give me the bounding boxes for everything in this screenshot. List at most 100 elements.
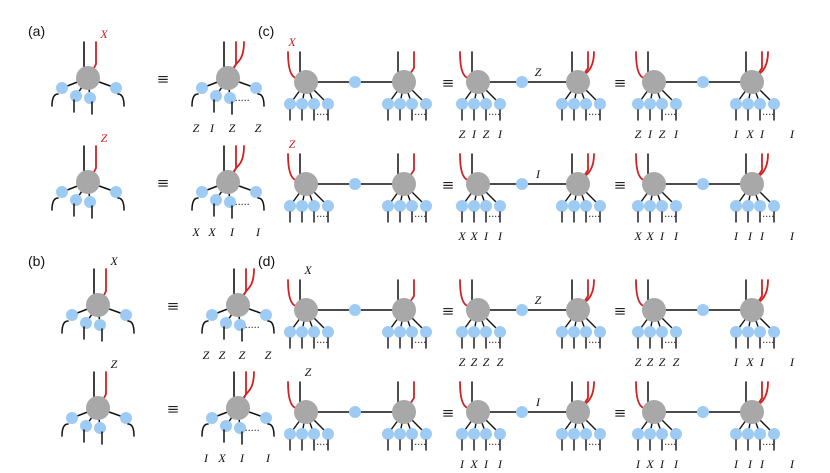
site-dot (580, 98, 592, 110)
site-dot (656, 98, 668, 110)
boundary-leg (127, 320, 135, 334)
site-dot (768, 200, 780, 212)
pauli-label: I (497, 127, 503, 141)
tensor-node (294, 172, 318, 196)
physical-leg (287, 381, 297, 409)
site-dot (480, 200, 492, 212)
pauli-label: I (209, 121, 215, 135)
site-dot (754, 326, 766, 338)
ellipsis-dots: ····· (245, 423, 260, 437)
site-dot (284, 326, 296, 338)
site-dot (420, 98, 432, 110)
pauli-label: X (469, 457, 478, 471)
equivalence-symbol: ≡ (614, 404, 627, 422)
pauli-label: I (733, 355, 739, 369)
ellipsis-dots: ···· (488, 437, 500, 451)
site-dot (406, 428, 418, 440)
site-dot (284, 98, 296, 110)
tensor-node (566, 298, 590, 322)
tensor-node (392, 298, 416, 322)
pauli-label: I (759, 127, 765, 141)
pauli-label: I (759, 229, 765, 243)
pauli-label: X (645, 457, 654, 471)
pauli-label: X (633, 229, 642, 243)
ellipsis-dots: ···· (664, 107, 676, 121)
physical-leg (287, 51, 297, 79)
pauli-label: X (457, 229, 466, 243)
ellipsis-dots: ···· (316, 437, 328, 451)
pauli-label: Z (203, 348, 210, 362)
pauli-label: I (673, 229, 679, 243)
site-dot (468, 428, 480, 440)
site-dot (94, 319, 106, 331)
site-dot (644, 428, 656, 440)
physical-leg (239, 268, 255, 300)
site-dot (594, 200, 606, 212)
physical-leg (409, 381, 415, 405)
boundary-leg (51, 93, 59, 107)
site-dot (120, 412, 132, 424)
pauli-label: I (483, 229, 489, 243)
pauli-label: Z (459, 355, 466, 369)
mid-operator-label: I (535, 395, 541, 409)
pauli-label: Z (255, 121, 262, 135)
site-dot (768, 98, 780, 110)
site-dot (206, 309, 218, 321)
pauli-label: I (229, 225, 235, 239)
physical-leg (635, 279, 645, 307)
site-dot (308, 326, 320, 338)
site-dot (480, 98, 492, 110)
site-dot (296, 326, 308, 338)
left-tensor (61, 268, 135, 342)
mid-operator-label: I (535, 167, 541, 181)
site-dot (196, 186, 208, 198)
ellipsis-dots: ····· (235, 93, 250, 107)
site-dot (224, 196, 236, 208)
site-dot (556, 200, 568, 212)
operator-label: Z (305, 365, 312, 379)
pauli-label: Z (659, 127, 666, 141)
left-tensor (51, 41, 125, 115)
site-dot (594, 428, 606, 440)
site-dot (754, 98, 766, 110)
site-dot (224, 92, 236, 104)
operator-label: Z (111, 357, 118, 371)
site-dot (308, 98, 320, 110)
tensor-node (294, 298, 318, 322)
pauli-label: I (673, 127, 679, 141)
site-dot (697, 178, 709, 190)
pauli-label: X (217, 451, 226, 465)
boundary-leg (117, 197, 125, 211)
site-dot (406, 98, 418, 110)
pauli-label: Z (483, 127, 490, 141)
site-dot (394, 326, 406, 338)
ellipsis-dots: ···· (762, 107, 774, 121)
ellipsis-dots: ···· (316, 209, 328, 223)
physical-leg (409, 51, 415, 75)
site-dot (110, 186, 122, 198)
pauli-label: Z (483, 355, 490, 369)
pauli-label: I (733, 229, 739, 243)
pauli-label: I (647, 127, 653, 141)
site-dot (656, 326, 668, 338)
pauli-label: I (459, 457, 465, 471)
ellipsis-dots: ···· (316, 335, 328, 349)
site-dot (210, 90, 222, 102)
tensor-node (226, 293, 250, 317)
physical-leg (409, 279, 415, 303)
pauli-label: Z (219, 348, 226, 362)
physical-leg (287, 279, 297, 307)
site-dot (580, 200, 592, 212)
tensor-node (226, 396, 250, 420)
ellipsis-dots: ····· (245, 320, 260, 334)
physical-leg (242, 371, 247, 401)
pauli-label: I (789, 457, 795, 471)
physical-leg (229, 41, 245, 73)
physical-leg (635, 153, 645, 181)
tensor-node (466, 172, 490, 196)
physical-leg (239, 371, 255, 403)
physical-leg (459, 51, 469, 79)
